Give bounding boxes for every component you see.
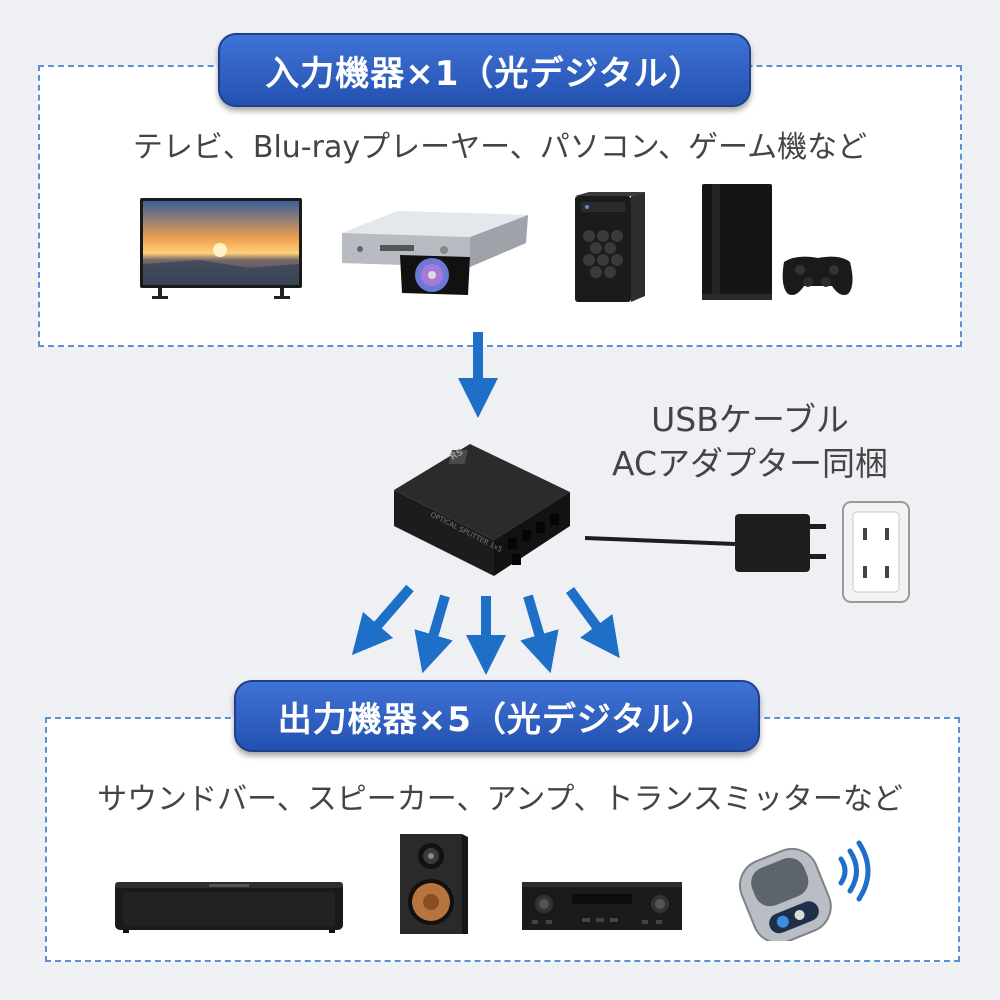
pc-tower-icon	[575, 192, 645, 302]
bluray-player-icon	[342, 211, 528, 295]
power-supply-note: USBケーブル ACアダプター同梱	[600, 398, 900, 486]
speaker-icon	[400, 834, 468, 934]
transmitter-icon	[739, 840, 871, 941]
output-devices-caption: サウンドバー、スピーカー、アンプ、トランスミッターなど	[97, 782, 903, 817]
arrow-output-5	[565, 587, 620, 659]
power-line-1: USBケーブル	[651, 400, 849, 439]
input-devices-caption: テレビ、Blu-rayプレーヤー、パソコン、ゲーム機など	[132, 130, 868, 165]
tv-icon	[140, 198, 302, 299]
wireless-signal-icon	[838, 840, 871, 902]
arrow-output-1	[351, 584, 414, 656]
arrow-output-2	[414, 594, 453, 674]
input-title-badge: 入力機器×1（光デジタル）	[218, 33, 751, 107]
power-line-2: ACアダプター同梱	[611, 444, 889, 483]
arrow-output-4	[520, 594, 559, 674]
game-console-icon	[702, 184, 853, 300]
soundbar-icon	[115, 882, 343, 933]
optical-splitter-device: OPTICAL SPLITTER 1x5 RS	[394, 444, 570, 576]
output-title-badge: 出力機器×5（光デジタル）	[234, 680, 760, 752]
amplifier-icon	[522, 882, 682, 930]
ac-adapter-icon	[585, 501, 910, 603]
